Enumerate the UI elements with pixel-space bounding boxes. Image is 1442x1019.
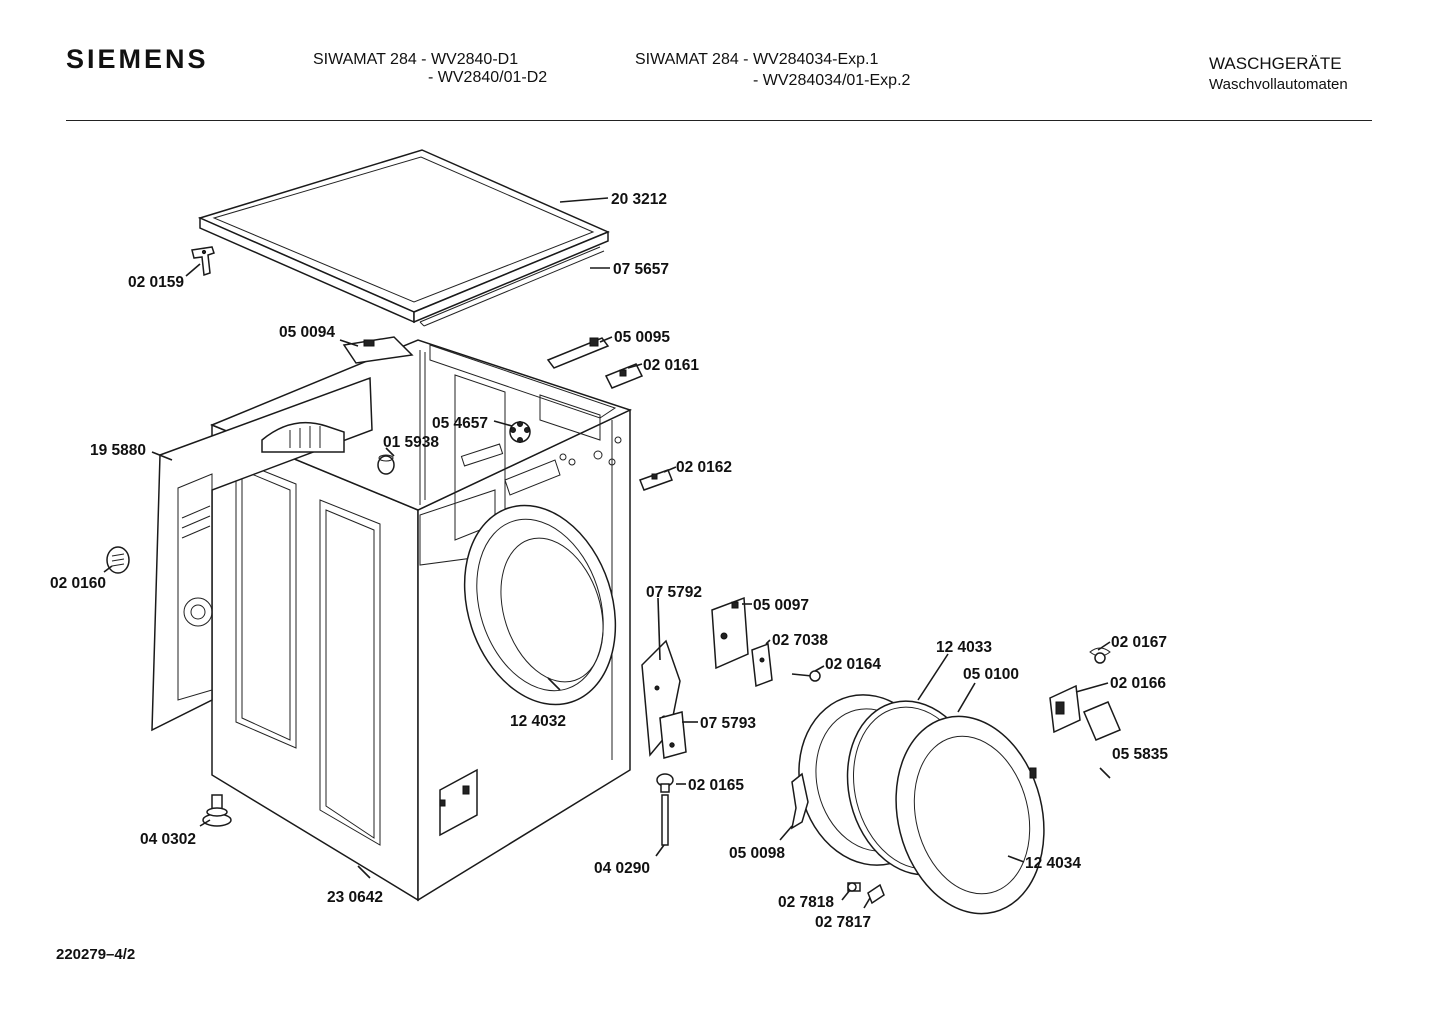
part-label-020164: 02 0164: [825, 656, 881, 673]
knob-054657-drawing: [509, 421, 531, 443]
part-label-124032: 12 4032: [510, 713, 566, 730]
lid-hinge-clip-drawing: [191, 246, 215, 277]
part-label-020166: 02 0166: [1110, 675, 1166, 692]
brand-logo: SIEMENS: [66, 44, 209, 74]
part-label-195880: 19 5880: [90, 442, 146, 459]
header-divider: [66, 120, 1372, 121]
screw-020164-drawing: [791, 670, 821, 682]
part-label-075792: 07 5792: [646, 584, 702, 601]
top-lid-drawing: [197, 149, 610, 327]
part-label-027038: 02 7038: [772, 632, 828, 649]
part-label-020159: 02 0159: [128, 274, 184, 291]
foot-020165-drawing: [656, 773, 674, 793]
switch-050097-drawing: [711, 596, 749, 670]
part-label-075657: 07 5657: [613, 261, 669, 278]
part-label-124034: 12 4034: [1025, 855, 1081, 872]
clip-020162-drawing: [639, 469, 673, 491]
plate-027038-drawing: [751, 642, 773, 688]
spring-020167-drawing: [1089, 647, 1111, 664]
leader-lines: [103, 197, 1111, 909]
clip-050098-drawing: [790, 772, 809, 830]
bracket-050095-drawing: [546, 337, 610, 369]
document-number: 220279–4/2: [56, 946, 136, 963]
cap-015938-drawing: [377, 454, 395, 475]
hinge-075793-drawing: [659, 711, 687, 759]
foot-040302-drawing: [202, 794, 232, 827]
part-label-050100: 05 0100: [963, 666, 1019, 683]
clip-020161-drawing: [604, 363, 644, 389]
part-label-040302: 04 0302: [140, 831, 196, 848]
part-label-054657: 05 4657: [432, 415, 488, 432]
part-label-020165: 02 0165: [688, 777, 744, 794]
grommet-020160-drawing: [106, 546, 130, 574]
part-label-015938: 01 5938: [383, 434, 439, 451]
part-label-075793: 07 5793: [700, 715, 756, 732]
part-label-020162: 02 0162: [676, 459, 732, 476]
category-subtitle: Waschvollautomaten: [1209, 76, 1348, 93]
part-label-050098: 05 0098: [729, 845, 785, 862]
part-label-050094: 05 0094: [279, 324, 335, 341]
part-label-055835: 05 5835: [1112, 746, 1168, 763]
foot-040290-drawing: [661, 794, 669, 846]
part-label-027817: 02 7817: [815, 914, 871, 931]
screw-027818-drawing: [847, 882, 861, 892]
part-label-050095: 05 0095: [614, 329, 670, 346]
part-label-203212: 20 3212: [611, 191, 667, 208]
model-left-line2: - WV2840/01-D2: [428, 69, 548, 86]
door-ring-124034-drawing: [895, 715, 1045, 915]
hose-clamp-050094-drawing: [342, 336, 414, 364]
part-label-040290: 04 0290: [594, 860, 650, 877]
latch-020166-drawing: [1049, 684, 1081, 734]
model-left-line1: SIWAMAT 284 - WV2840-D1: [313, 51, 519, 68]
category-title: WASCHGERÄTE: [1209, 54, 1342, 73]
part-label-020161: 02 0161: [643, 357, 699, 374]
washer-027817-drawing: [867, 883, 885, 905]
part-labels: 20 3212 07 5657 02 0159 05 0094 05 0095 …: [50, 191, 1168, 931]
part-label-020160: 02 0160: [50, 575, 106, 592]
part-label-027818: 02 7818: [778, 894, 834, 911]
model-right-line1: SIWAMAT 284 - WV284034-Exp.1: [635, 51, 879, 68]
part-label-230642: 23 0642: [327, 889, 383, 906]
model-right-line2: - WV284034/01-Exp.2: [753, 72, 911, 89]
handle-055835-drawing: [1083, 701, 1121, 741]
rear-panel-drawing: [151, 376, 373, 732]
part-label-050097: 05 0097: [753, 597, 809, 614]
part-label-124033: 12 4033: [936, 639, 992, 656]
part-label-020167: 02 0167: [1111, 634, 1167, 651]
